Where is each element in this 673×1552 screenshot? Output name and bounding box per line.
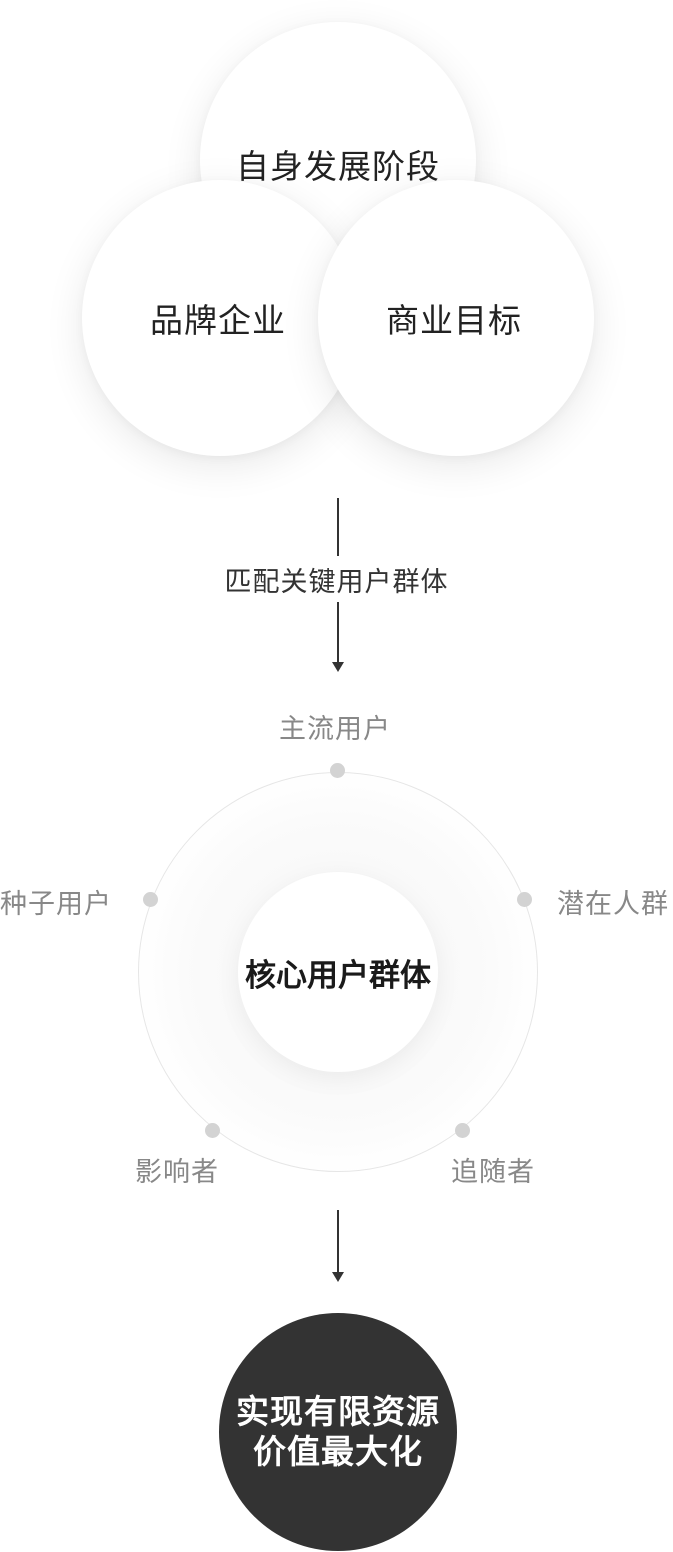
result-circle: 实现有限资源 价值最大化 [219,1313,457,1551]
node-label-followers: 追随者 [451,1157,535,1188]
circle-label-business-goal: 商业目标 [386,301,522,340]
node-dot-followers [455,1123,470,1138]
node-label-potential-crowd: 潜在人群 [557,889,669,920]
result-line-2: 价值最大化 [253,1432,423,1471]
node-label-seed-users: 种子用户 [0,889,112,920]
connector-line-upper [337,498,339,556]
arrow-down-icon [332,662,344,672]
circle-brand-enterprise: 品牌企业 [82,180,358,456]
connector-label: 匹配关键用户群体 [224,567,449,598]
node-dot-mainstream-users [330,763,345,778]
circle-label-brand-enterprise: 品牌企业 [150,301,286,340]
circle-business-goal: 商业目标 [318,180,594,456]
node-label-mainstream-users: 主流用户 [279,714,391,745]
node-label-influencers: 影响者 [135,1157,219,1188]
arrow-down-icon [332,1272,344,1282]
node-dot-influencers [205,1123,220,1138]
circle-label-self-development-stage: 自身发展阶段 [236,147,440,186]
core-user-group-circle: 核心用户群体 [238,872,438,1072]
result-line-1: 实现有限资源 [236,1392,440,1431]
node-dot-potential-crowd [517,892,532,907]
connector-line-result [337,1210,339,1274]
core-user-group-label: 核心用户群体 [245,957,431,994]
node-dot-seed-users [143,892,158,907]
connector-line-lower [337,602,339,664]
